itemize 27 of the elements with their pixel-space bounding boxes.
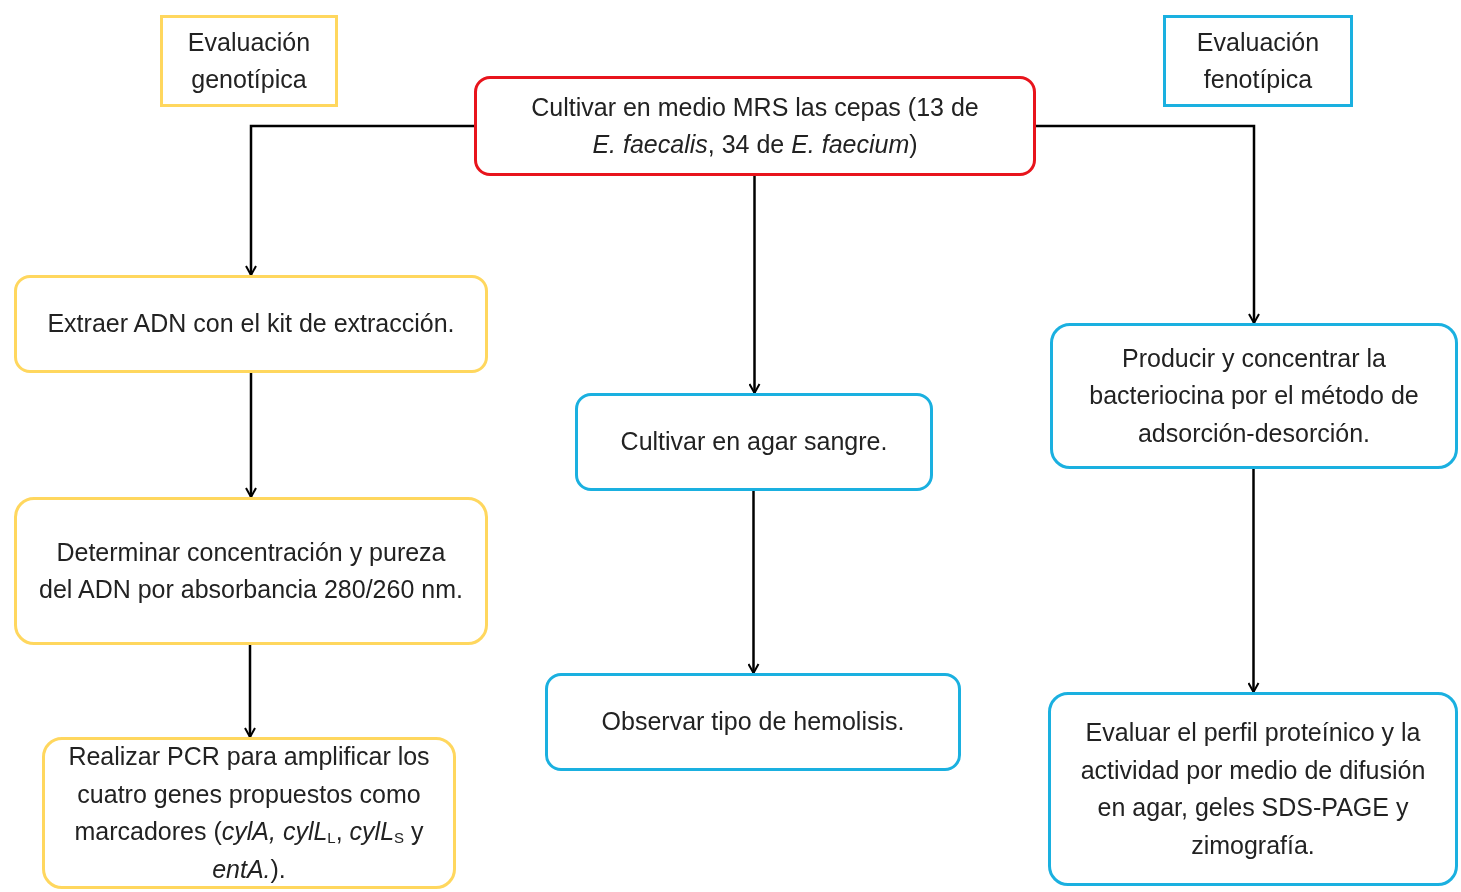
box-text: Realizar PCR para amplificar los cuatro genes propuestos como marcadores (cylA, cylL$_{L}$, cylL$_{S}$ y entA.).: [67, 741, 431, 885]
arrow: [245, 124, 474, 276]
arrow: [245, 373, 257, 498]
box-text: Cultivar en medio MRS las cepas (13 de E. faecalis, 34 de E. faecium): [530, 91, 980, 160]
arrow: [747, 491, 760, 674]
heading-box: [160, 15, 338, 107]
process-box: [14, 275, 488, 373]
box-text: Observar tipo de hemolisis.: [601, 706, 905, 738]
arrow: [748, 176, 761, 394]
box-text: Producir y concentrar la bacteriocina por el método de adsorción-desorción.: [1088, 342, 1420, 449]
box-text: Cultivar en agar sangre.: [620, 426, 888, 458]
box-text: Evaluación fenotípica: [1195, 26, 1321, 95]
box-text: Determinar concentración y pureza del ADN por absorbancia 280/260 nm.: [38, 536, 464, 605]
heading-box: [1163, 15, 1353, 107]
process-box: [474, 76, 1036, 176]
process-box: [575, 393, 933, 491]
process-box: [14, 497, 488, 645]
arrow: [1036, 124, 1260, 324]
box-text: Extraer ADN con el kit de extracción.: [47, 308, 455, 340]
process-box: [545, 673, 961, 771]
process-box: [1050, 323, 1458, 469]
process-box: [1048, 692, 1458, 886]
arrow: [1247, 469, 1260, 693]
box-text: Evaluar el perfil proteínico y la actividad por medio de difusión en agar, geles SDS-PAGE y zimografía.: [1079, 717, 1427, 861]
arrow: [244, 645, 256, 738]
box-text: Evaluación genotípica: [186, 26, 312, 95]
process-box: [42, 737, 456, 889]
